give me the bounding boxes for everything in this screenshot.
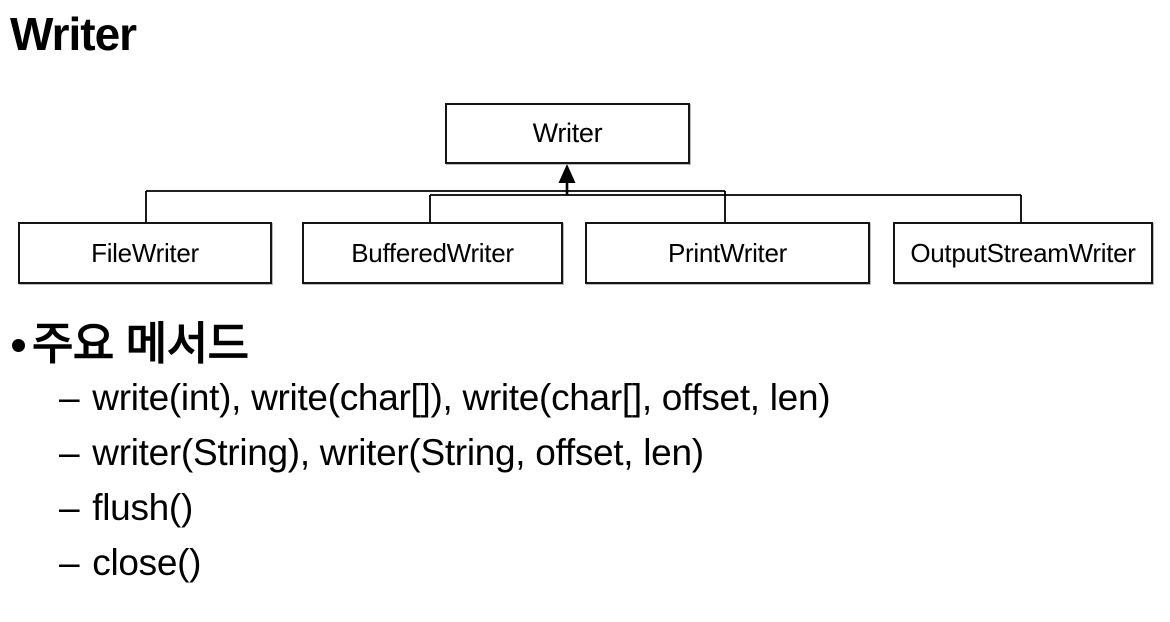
methods-list: – write(int), write(char[]), write(char[… (59, 370, 831, 590)
method-item-text: flush() (92, 487, 193, 528)
class-box-printwriter: PrintWriter (585, 222, 870, 284)
method-item: – close() (59, 535, 830, 590)
method-item: – write(int), write(char[]), write(char[… (59, 370, 831, 425)
method-item: – flush() (59, 480, 830, 535)
bullet-icon (12, 339, 25, 352)
inheritance-up-arrow-icon (558, 164, 576, 195)
method-item-text: close() (92, 542, 202, 583)
class-box-outputstreamwriter: OutputStreamWriter (893, 222, 1153, 284)
class-box-bufferedwriter: BufferedWriter (302, 222, 563, 284)
dash-marker: – (59, 487, 80, 528)
page-title: Writer (10, 8, 137, 60)
dash-marker: – (59, 542, 80, 583)
method-item-text: writer(String), writer(String, offset, l… (92, 432, 704, 473)
methods-heading: 주요 메서드 (12, 317, 249, 371)
class-box-writer: Writer (445, 103, 690, 164)
dash-marker: – (59, 432, 80, 473)
methods-heading-label: 주요 메서드 (32, 318, 249, 369)
dash-marker: – (59, 377, 80, 418)
method-item-text: write(int), write(char[]), write(char[],… (92, 377, 831, 418)
method-item: – writer(String), writer(String, offset,… (59, 425, 830, 480)
class-box-filewriter: FileWriter (18, 222, 272, 284)
